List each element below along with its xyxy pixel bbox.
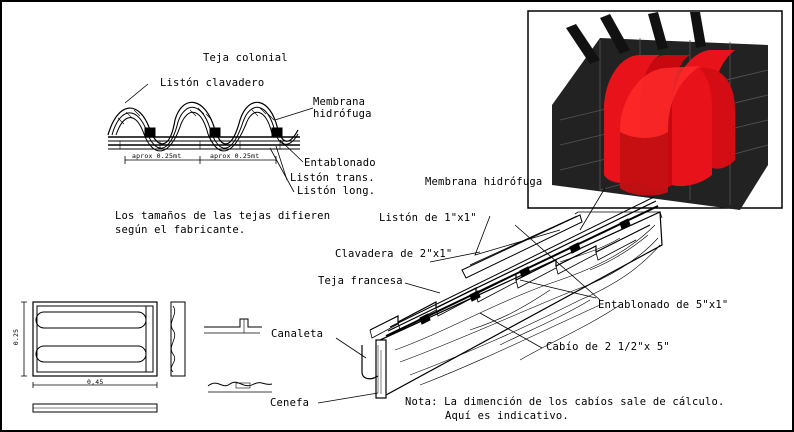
label-canaleta: Canaleta <box>271 328 324 340</box>
canaleta <box>361 345 379 380</box>
french-tile-plan <box>21 301 273 413</box>
colonial-tile-wave-inner2 <box>115 112 273 152</box>
label-membrana-2: hidrófuga <box>313 108 372 120</box>
label-aprox-2: aprox 0.25mt <box>210 152 260 160</box>
label-cenefa: Cenefa <box>270 397 310 409</box>
colonial-tile-hatch <box>117 107 275 125</box>
liston-clavadero-3 <box>271 127 283 137</box>
tile-3d-render <box>527 10 783 210</box>
teja-francesa <box>369 224 651 331</box>
red-tiles <box>604 50 735 196</box>
label-teja-colonial: Teja colonial <box>203 52 288 64</box>
label-entablonado-5x1: Entablonado de 5"x1" <box>598 299 729 311</box>
label-tamanos-2: según el fabricante. <box>115 224 246 236</box>
liston-clavadero-1 <box>144 127 156 137</box>
label-teja-francesa: Teja francesa <box>318 275 403 287</box>
label-aprox-1: aprox 0.25mt <box>132 152 182 160</box>
label-cabio: Cabío de 2 1/2"x 5" <box>546 341 670 353</box>
label-liston-1x1: Listón de 1"x1" <box>379 212 477 224</box>
label-dim-045: 0,45 <box>87 378 104 386</box>
label-liston-clavadero: Listón clavadero <box>160 77 265 89</box>
liston-clavadero-2 <box>209 127 221 137</box>
label-nota-1: Nota: La dimención de los cabíos sale de… <box>405 396 725 408</box>
label-entablonado: Entablonado <box>304 157 376 169</box>
label-liston-trans: Listón trans. <box>290 172 375 184</box>
label-clavadera: Clavadera de 2"x1" <box>335 248 453 260</box>
colonial-tile-section <box>107 83 314 193</box>
label-dim-025: 0.25 <box>12 328 21 346</box>
label-membrana-1: Membrana <box>313 96 366 108</box>
label-liston-long: Listón long. <box>297 185 376 197</box>
label-tamanos-1: Los tamaños de las tejas difieren <box>115 210 331 222</box>
roof-section <box>317 187 663 404</box>
label-membrana-hidrofuga: Membrana hidrófuga <box>425 176 543 188</box>
label-nota-2: Aquí es indicativo. <box>445 410 569 422</box>
